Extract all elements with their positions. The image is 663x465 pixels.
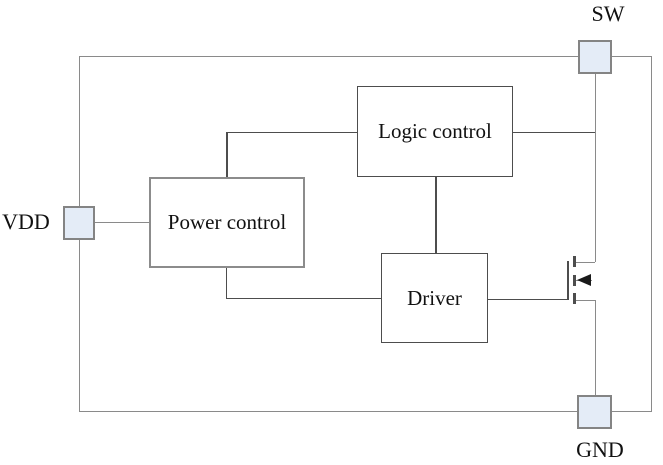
- wire-drain-lead: [574, 261, 595, 263]
- wire-power-to-driver-horizontal: [226, 297, 381, 299]
- wire-logic-to-sw-horizontal: [513, 131, 595, 133]
- pin-vdd: [63, 206, 95, 240]
- wire-vdd-to-power: [95, 221, 149, 223]
- pin-gnd-label: GND: [576, 437, 624, 462]
- wire-sw-to-drain-vertical: [594, 74, 596, 262]
- wire-power-bottom-vertical: [225, 267, 227, 298]
- mosfet-body-arrow-icon: [577, 274, 591, 286]
- wire-source-lead: [575, 299, 595, 301]
- wire-source-to-gnd-vertical: [594, 300, 596, 395]
- wire-driver-to-gate: [488, 298, 567, 300]
- mosfet-drain-bar: [573, 256, 576, 267]
- block-driver: Driver: [381, 253, 488, 343]
- wire-logic-to-driver-vertical: [435, 177, 437, 254]
- block-driver-label: Driver: [407, 285, 462, 310]
- mosfet-body-bar: [573, 274, 576, 286]
- pin-sw: [578, 40, 612, 74]
- wire-logic-left-horizontal: [227, 131, 358, 133]
- block-logic-control: Logic control: [357, 86, 513, 177]
- pin-gnd: [577, 395, 612, 429]
- wire-logic-to-power-vertical: [226, 132, 228, 178]
- block-logic-control-label: Logic control: [378, 119, 492, 143]
- pin-sw-label: SW: [591, 1, 625, 26]
- mosfet-source-bar: [573, 293, 576, 304]
- block-power-control: Power control: [149, 177, 305, 268]
- pin-vdd-label: VDD: [2, 209, 50, 234]
- block-power-control-label: Power control: [167, 210, 287, 234]
- mosfet-gate-plate: [566, 261, 569, 300]
